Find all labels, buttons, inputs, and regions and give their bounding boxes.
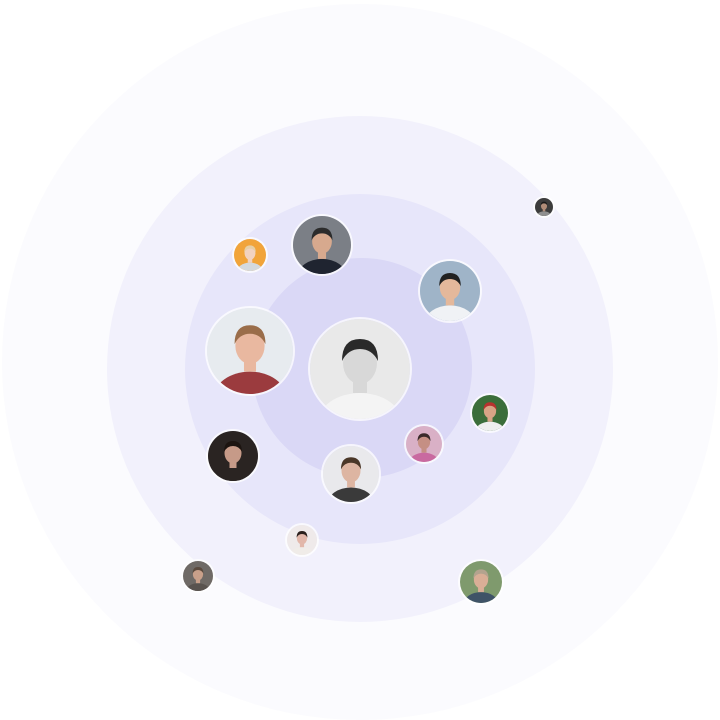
person-avatar-icon: [207, 308, 293, 394]
person-avatar-icon: [472, 395, 508, 431]
avatar-grey[interactable]: [183, 561, 213, 591]
person-avatar-icon: [535, 198, 553, 216]
person-avatar-icon: [293, 216, 351, 274]
avatar-woman-dark[interactable]: [208, 431, 258, 481]
avatar-red-shirt[interactable]: [207, 308, 293, 394]
person-avatar-icon: [287, 525, 317, 555]
avatar-dark-jacket[interactable]: [293, 216, 351, 274]
avatar-short-hair[interactable]: [323, 446, 379, 502]
avatar-woman-small[interactable]: [287, 525, 317, 555]
center-avatar[interactable]: [310, 319, 410, 419]
avatar-blonde[interactable]: [234, 239, 266, 271]
person-avatar-icon: [208, 431, 258, 481]
person-avatar-icon: [323, 446, 379, 502]
person-avatar-icon: [420, 261, 480, 321]
person-avatar-icon: [234, 239, 266, 271]
avatar-red-cap[interactable]: [472, 395, 508, 431]
person-avatar-icon: [460, 561, 502, 603]
person-avatar-icon: [183, 561, 213, 591]
avatar-cap-sunglasses[interactable]: [420, 261, 480, 321]
avatar-tiny[interactable]: [535, 198, 553, 216]
person-avatar-icon: [406, 426, 442, 462]
person-avatar-icon: [310, 319, 410, 419]
avatar-pink[interactable]: [406, 426, 442, 462]
avatar-green-bg[interactable]: [460, 561, 502, 603]
